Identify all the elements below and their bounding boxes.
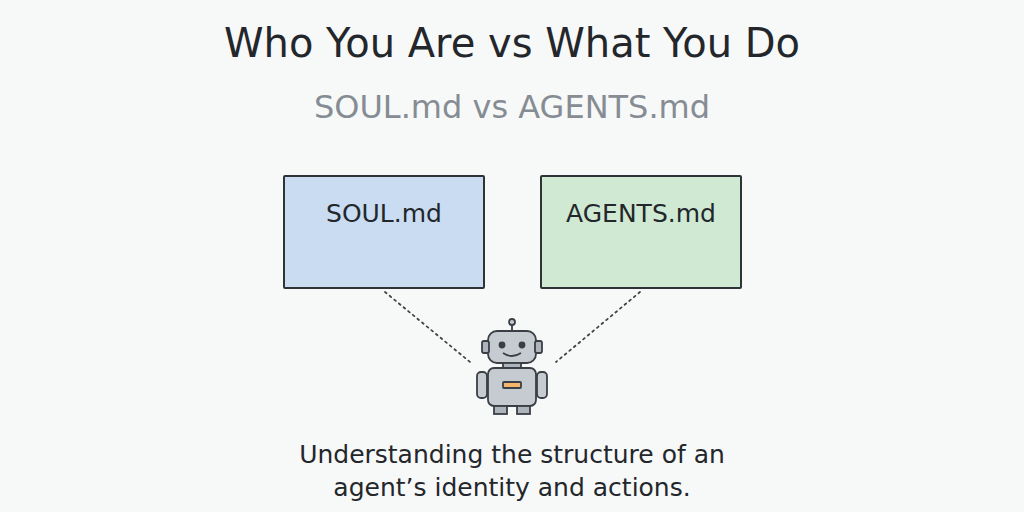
file-box: SOUL.md xyxy=(283,175,485,289)
title: Who You Are vs What You Do xyxy=(0,20,1024,66)
robot-figure xyxy=(477,319,547,414)
box-label: AGENTS.md xyxy=(542,177,740,228)
leader-line xyxy=(385,292,470,362)
caption: Understanding the structure of an agent’… xyxy=(252,438,772,504)
file-box: AGENTS.md xyxy=(540,175,742,289)
box-label: SOUL.md xyxy=(285,177,483,228)
subtitle: SOUL.md vs AGENTS.md xyxy=(0,88,1024,126)
leader-line xyxy=(556,292,640,362)
